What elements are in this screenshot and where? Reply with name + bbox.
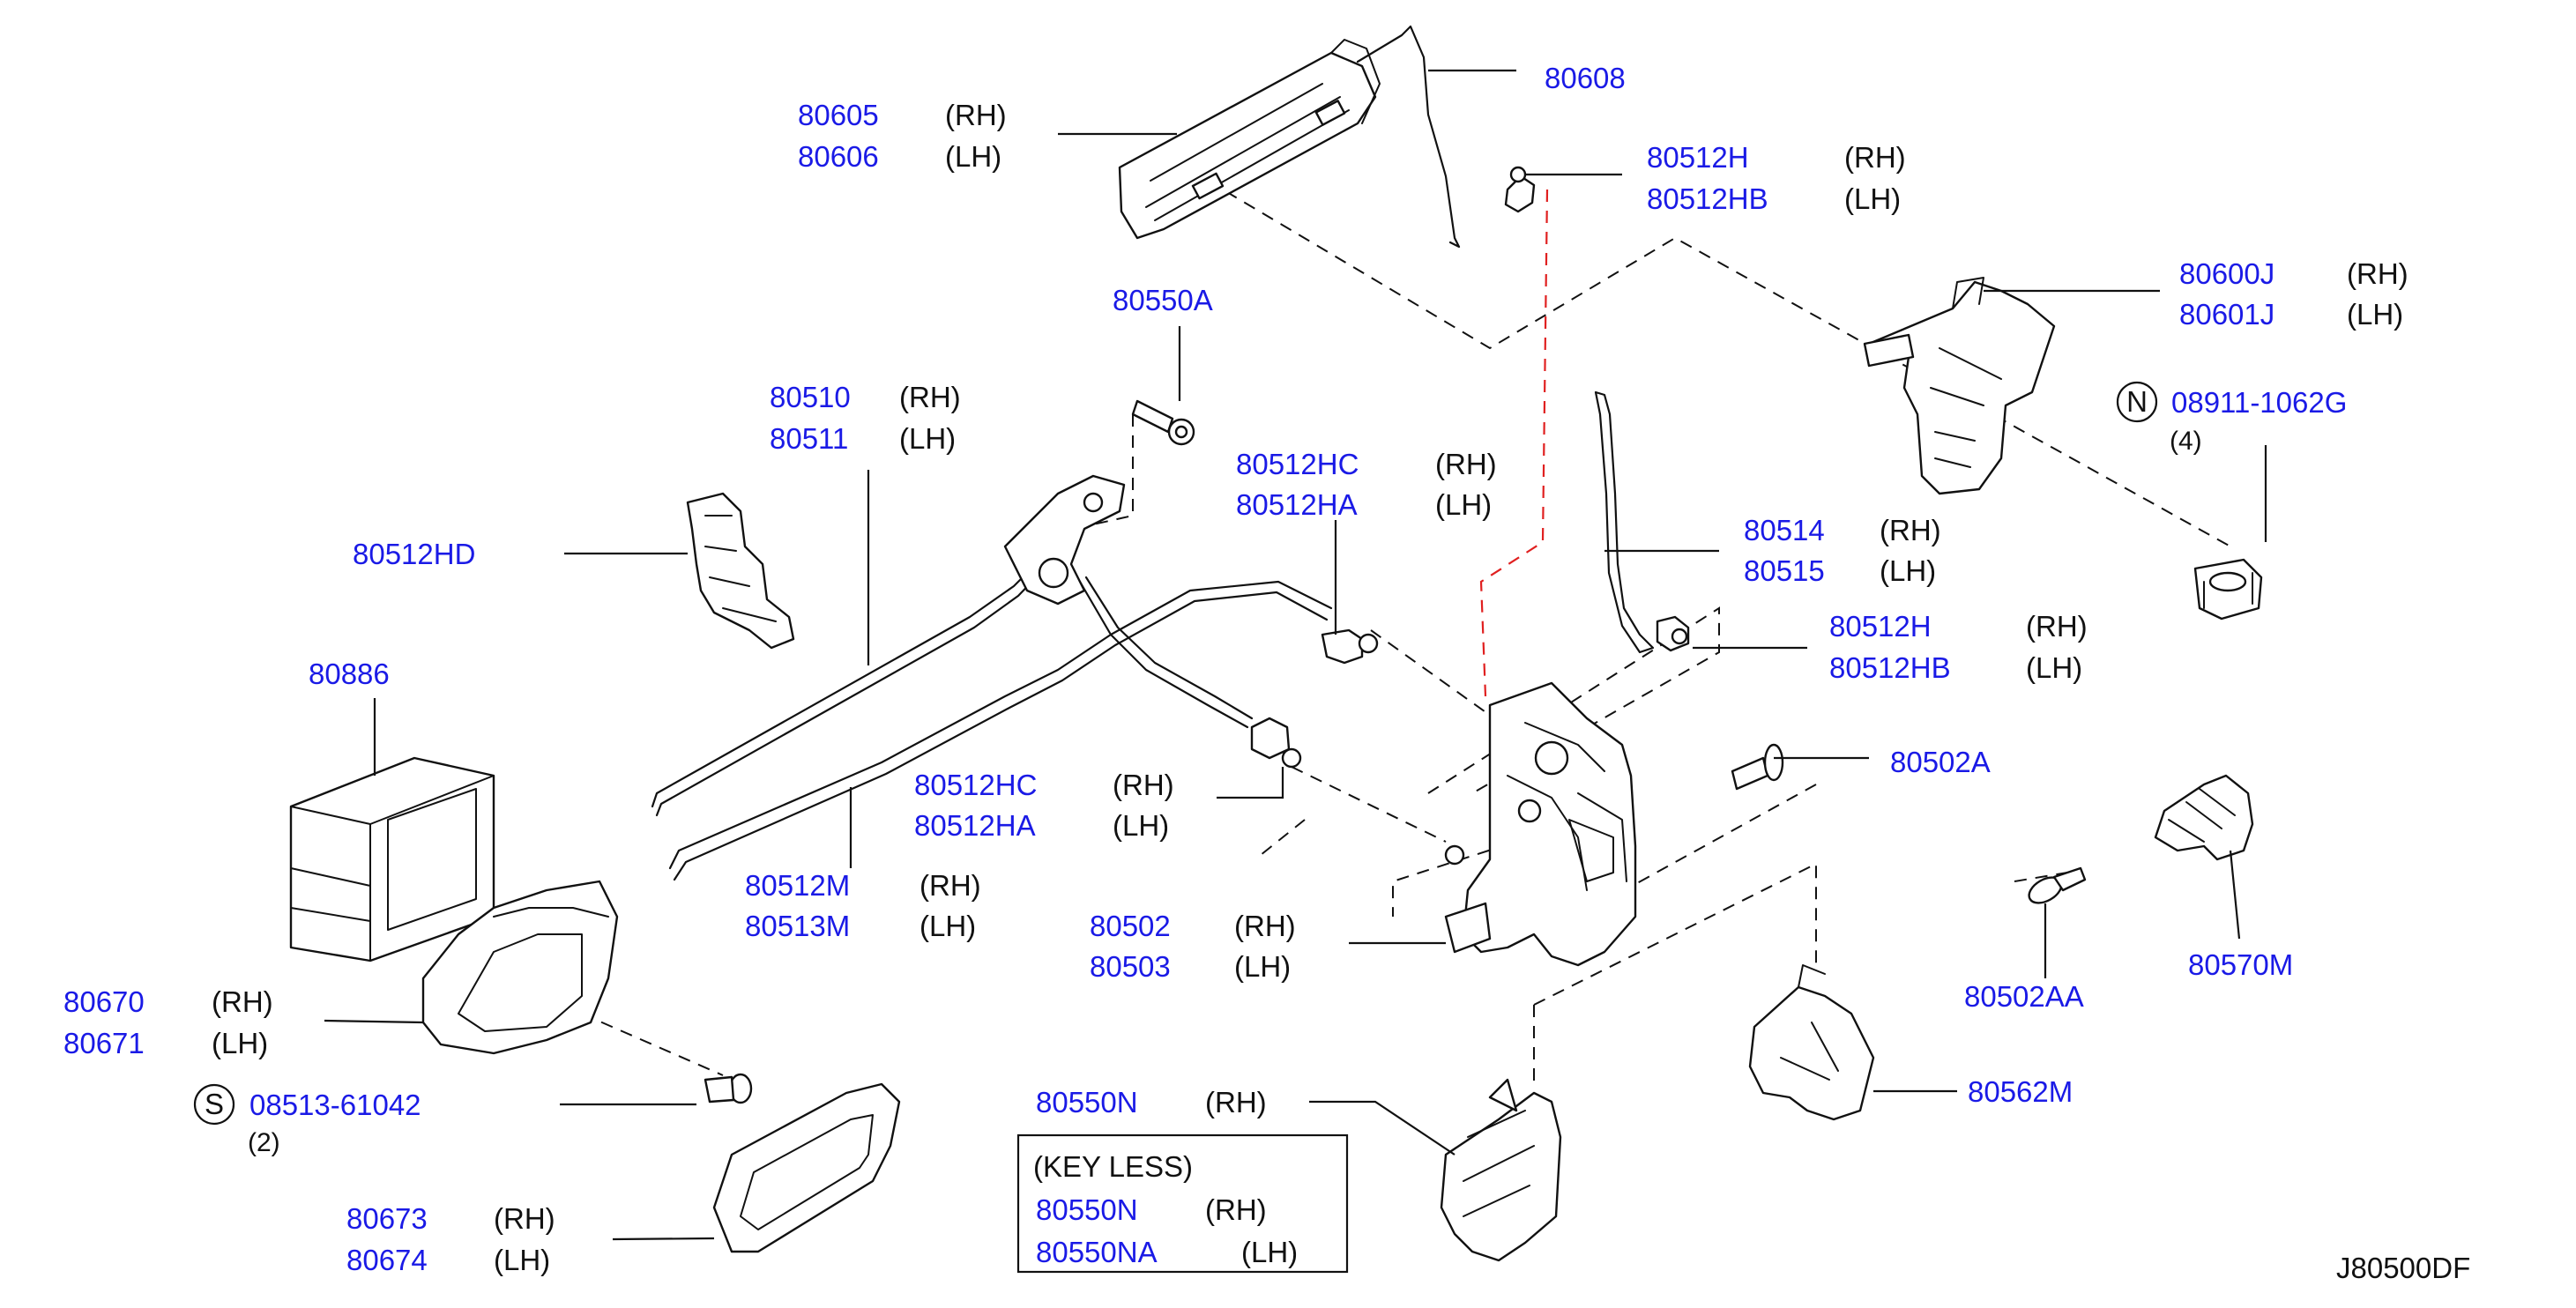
- part-number-80510[interactable]: 80510: [770, 381, 851, 413]
- standard-part-circle: [2116, 381, 2158, 423]
- part-number-80674[interactable]: 80674: [346, 1244, 428, 1276]
- side-rh: (RH): [1205, 1086, 1267, 1118]
- side-lh: (LH): [1234, 950, 1291, 983]
- rod-80512HC-sketch: [1078, 576, 1254, 729]
- part-number-80512HB[interactable]: 80512HB: [1829, 651, 1951, 684]
- part-number-80601J[interactable]: 80601J: [2179, 298, 2274, 331]
- leader-lines: [324, 69, 2267, 1241]
- side-rh: (RH): [1435, 448, 1497, 480]
- part-number-80550N[interactable]: 80550N: [1036, 1086, 1138, 1118]
- keyless-box: (KEY LESS) 80550N (RH) 80550NA (LH): [1016, 1133, 1349, 1274]
- part-number-80502[interactable]: 80502: [1090, 910, 1171, 942]
- part-number-80515[interactable]: 80515: [1744, 554, 1825, 587]
- side-rh: (RH): [212, 985, 273, 1018]
- outside-handle-sketch: [1118, 39, 1381, 240]
- part-number-80606[interactable]: 80606: [798, 140, 879, 173]
- bracket-80512HD-sketch: [686, 492, 795, 650]
- side-lh: (LH): [2347, 298, 2403, 331]
- part-number-80512HA[interactable]: 80512HA: [914, 809, 1036, 842]
- part-number-80673[interactable]: 80673: [346, 1202, 428, 1235]
- screw-80502AA-sketch: [2028, 866, 2087, 904]
- screw-08513-sketch: [704, 1073, 753, 1104]
- part-number-80562M[interactable]: 80562M: [1968, 1075, 2073, 1108]
- bolt-80550A-sketch: [1131, 399, 1195, 446]
- part-number-80512HB[interactable]: 80512HB: [1647, 182, 1768, 215]
- part-number-80512HC[interactable]: 80512HC: [914, 769, 1037, 801]
- screw-80502A-sketch: [1731, 743, 1784, 791]
- side-lh: (LH): [919, 910, 976, 942]
- keyless-box-frame: [1016, 1133, 1349, 1274]
- nut-08911-sketch: [2193, 558, 2263, 621]
- side-lh: (LH): [1435, 488, 1492, 521]
- part-number-80512M[interactable]: 80512M: [745, 869, 850, 902]
- part-number-80570M[interactable]: 80570M: [2188, 948, 2293, 981]
- part-number-80512H[interactable]: 80512H: [1647, 141, 1749, 174]
- striker-80570M-sketch: [2154, 774, 2254, 861]
- actuator-80600J-sketch: [1863, 277, 2056, 495]
- side-rh: (RH): [2347, 257, 2408, 290]
- actuator-80550N-sketch: [1440, 1078, 1562, 1262]
- rod-80608-sketch: [1356, 25, 1461, 249]
- escutcheon-80673-sketch: [712, 1082, 901, 1253]
- side-lh: (LH): [2026, 651, 2082, 684]
- clip-80512H-mid-sketch: [1656, 615, 1690, 652]
- part-number-80502A[interactable]: 80502A: [1890, 746, 1991, 778]
- part-number-80512HD[interactable]: 80512HD: [353, 538, 475, 570]
- clip-80512HC-low-sketch: [1250, 717, 1302, 769]
- part-number-80502AA[interactable]: 80502AA: [1964, 980, 2084, 1013]
- standard-part-symbol-n: N: [2126, 385, 2148, 418]
- rod-80512M-sketch: [668, 580, 1333, 881]
- part-number-80513M[interactable]: 80513M: [745, 910, 850, 942]
- quantity-label: (2): [248, 1128, 280, 1157]
- side-lh: (LH): [1880, 554, 1936, 587]
- side-lh: (LH): [212, 1027, 268, 1059]
- side-lh: (LH): [899, 422, 956, 455]
- part-number-08513-61042[interactable]: 08513-61042: [249, 1089, 421, 1121]
- side-rh: (RH): [2026, 610, 2088, 643]
- part-number-80608[interactable]: 80608: [1545, 62, 1626, 94]
- clip-80512HC-top-sketch: [1321, 628, 1379, 665]
- keyless-side-rh: (RH): [1205, 1193, 1267, 1226]
- diagram-code: J80500DF: [2336, 1252, 2470, 1284]
- side-rh: (RH): [1880, 514, 1941, 546]
- side-rh: (RH): [1844, 141, 1906, 174]
- side-rh: (RH): [899, 381, 961, 413]
- part-number-80511[interactable]: 80511: [770, 422, 848, 455]
- keyless-part-80550N[interactable]: 80550N: [1036, 1193, 1138, 1226]
- side-rh: (RH): [494, 1202, 555, 1235]
- side-rh: (RH): [919, 869, 981, 902]
- part-number-80503[interactable]: 80503: [1090, 950, 1171, 983]
- part-number-80550A[interactable]: 80550A: [1113, 284, 1213, 316]
- standard-part-symbol-s: S: [205, 1088, 224, 1120]
- door-lock-80502-sketch: [1444, 681, 1637, 967]
- quantity-label: (4): [2170, 427, 2202, 456]
- side-lh: (LH): [494, 1244, 550, 1276]
- side-rh: (RH): [1113, 769, 1174, 801]
- side-lh: (LH): [1844, 182, 1901, 215]
- part-number-80514[interactable]: 80514: [1744, 514, 1825, 546]
- part-number-80512HA[interactable]: 80512HA: [1236, 488, 1358, 521]
- side-rh: (RH): [1234, 910, 1296, 942]
- bellcrank-sketch: [1003, 474, 1126, 606]
- part-number-80600J[interactable]: 80600J: [2179, 257, 2274, 290]
- side-rh: (RH): [945, 99, 1007, 131]
- inside-handle-80670-sketch: [421, 880, 619, 1055]
- red-rod-path: [1479, 189, 1549, 697]
- part-number-80670[interactable]: 80670: [63, 985, 145, 1018]
- rod-clip-80562M-sketch: [1748, 964, 1875, 1121]
- keyless-title: (KEY LESS): [1033, 1150, 1193, 1183]
- rod-80514-sketch: [1594, 390, 1655, 654]
- side-lh: (LH): [1113, 809, 1169, 842]
- part-number-08911-1062G[interactable]: 08911-1062G: [2171, 386, 2347, 419]
- part-number-80512HC[interactable]: 80512HC: [1236, 448, 1359, 480]
- part-number-80512H[interactable]: 80512H: [1829, 610, 1932, 643]
- standard-part-circle: [193, 1083, 235, 1126]
- part-number-80671[interactable]: 80671: [63, 1027, 145, 1059]
- part-number-80605[interactable]: 80605: [798, 99, 879, 131]
- keyless-side-lh: (LH): [1241, 1236, 1298, 1268]
- side-lh: (LH): [945, 140, 1001, 173]
- part-number-80886[interactable]: 80886: [309, 658, 390, 690]
- keyless-part-80550NA[interactable]: 80550NA: [1036, 1236, 1158, 1268]
